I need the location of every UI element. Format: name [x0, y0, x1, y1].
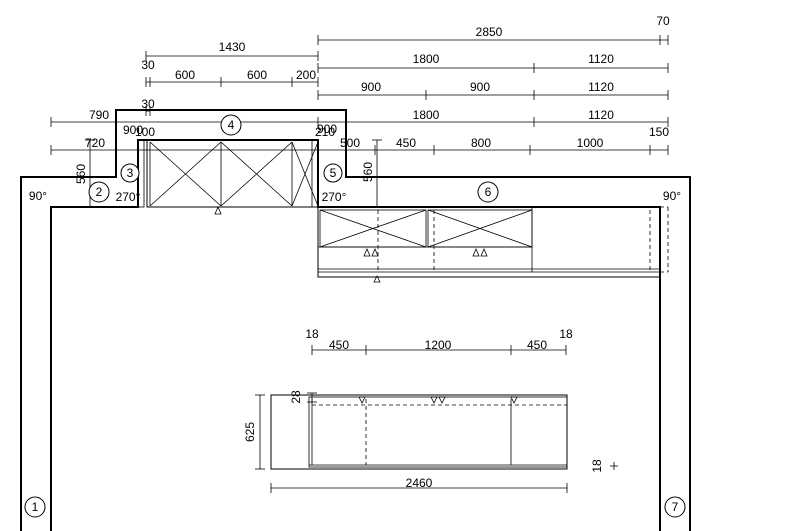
kitchen-island — [270, 394, 568, 470]
dim-500: 500 — [340, 136, 360, 150]
dim-1430: 1430 — [219, 40, 246, 54]
island-dim-18-left: 18 — [305, 327, 319, 341]
island-dim-450-right: 450 — [527, 338, 547, 352]
dim-800: 800 — [471, 136, 491, 150]
wall-marker-1: 1 — [24, 496, 46, 518]
island-offset: 28 — [289, 390, 303, 404]
wall-marker-3: 3 — [120, 163, 140, 183]
dim-450: 450 — [396, 136, 416, 150]
svg-text:7: 7 — [672, 500, 679, 514]
dim-30-a: 30 — [141, 58, 155, 72]
angle-label: 270° — [116, 190, 141, 204]
dim-900-a: 900 — [361, 80, 381, 94]
dim-900-b: 900 — [470, 80, 490, 94]
wall-marker-5: 5 — [323, 163, 343, 183]
angle-label: 90° — [29, 189, 47, 203]
counter-cabinets-right — [317, 206, 669, 283]
angle-label: 90° — [663, 189, 681, 203]
island-side-18: 18 — [590, 459, 604, 473]
wall-marker-7: 7 — [664, 496, 686, 518]
angle-label: 270° — [322, 190, 347, 204]
top-dimension-labels: 2850 70 1430 1800 1120 30 600 600 200 90… — [74, 14, 670, 184]
dim-560-right: 560 — [361, 162, 375, 182]
svg-text:1: 1 — [32, 500, 39, 514]
dim-30-b: 30 — [141, 97, 155, 111]
dimension-lines — [50, 35, 669, 493]
svg-text:2: 2 — [96, 185, 103, 199]
dim-1800-a: 1800 — [413, 52, 440, 66]
dim-200: 200 — [296, 68, 316, 82]
upper-cabinets-recess — [137, 139, 319, 215]
dim-900-d: 900 — [317, 122, 337, 136]
dim-790: 790 — [89, 108, 109, 122]
dim-600-b: 600 — [247, 68, 267, 82]
dim-1800-b: 1800 — [413, 108, 440, 122]
island-dim-450-left: 450 — [329, 338, 349, 352]
angle-labels: 90° 270° 270° 90° — [29, 189, 681, 204]
dim-100: 100 — [135, 125, 155, 139]
island-dimension-labels: 18 450 1200 450 18 625 28 2460 18 — [243, 327, 604, 490]
wall-markers: 1 2 3 4 5 6 7 — [24, 114, 686, 518]
dim-2850: 2850 — [476, 25, 503, 39]
dim-150: 150 — [649, 125, 669, 139]
dim-600-a: 600 — [175, 68, 195, 82]
island-depth: 625 — [243, 422, 257, 442]
dim-1120-c: 1120 — [588, 108, 614, 122]
dim-560-left: 560 — [74, 164, 88, 184]
svg-text:6: 6 — [485, 185, 492, 199]
dim-1120-a: 1120 — [588, 52, 614, 66]
dim-1000: 1000 — [577, 136, 604, 150]
wall-marker-4: 4 — [220, 114, 242, 136]
dim-210: 210 — [315, 125, 335, 139]
dim-720: 720 — [85, 136, 105, 150]
wall-marker-2: 2 — [88, 181, 110, 203]
island-width: 2460 — [406, 476, 433, 490]
island-dim-18-right: 18 — [559, 327, 573, 341]
dim-900-c: 900 — [123, 123, 143, 137]
wall-marker-6: 6 — [477, 181, 499, 203]
svg-text:5: 5 — [330, 166, 337, 180]
svg-text:4: 4 — [228, 118, 235, 132]
svg-text:3: 3 — [127, 166, 134, 180]
dim-70: 70 — [656, 14, 670, 28]
dim-1120-b: 1120 — [588, 80, 614, 94]
island-dim-1200: 1200 — [425, 338, 452, 352]
